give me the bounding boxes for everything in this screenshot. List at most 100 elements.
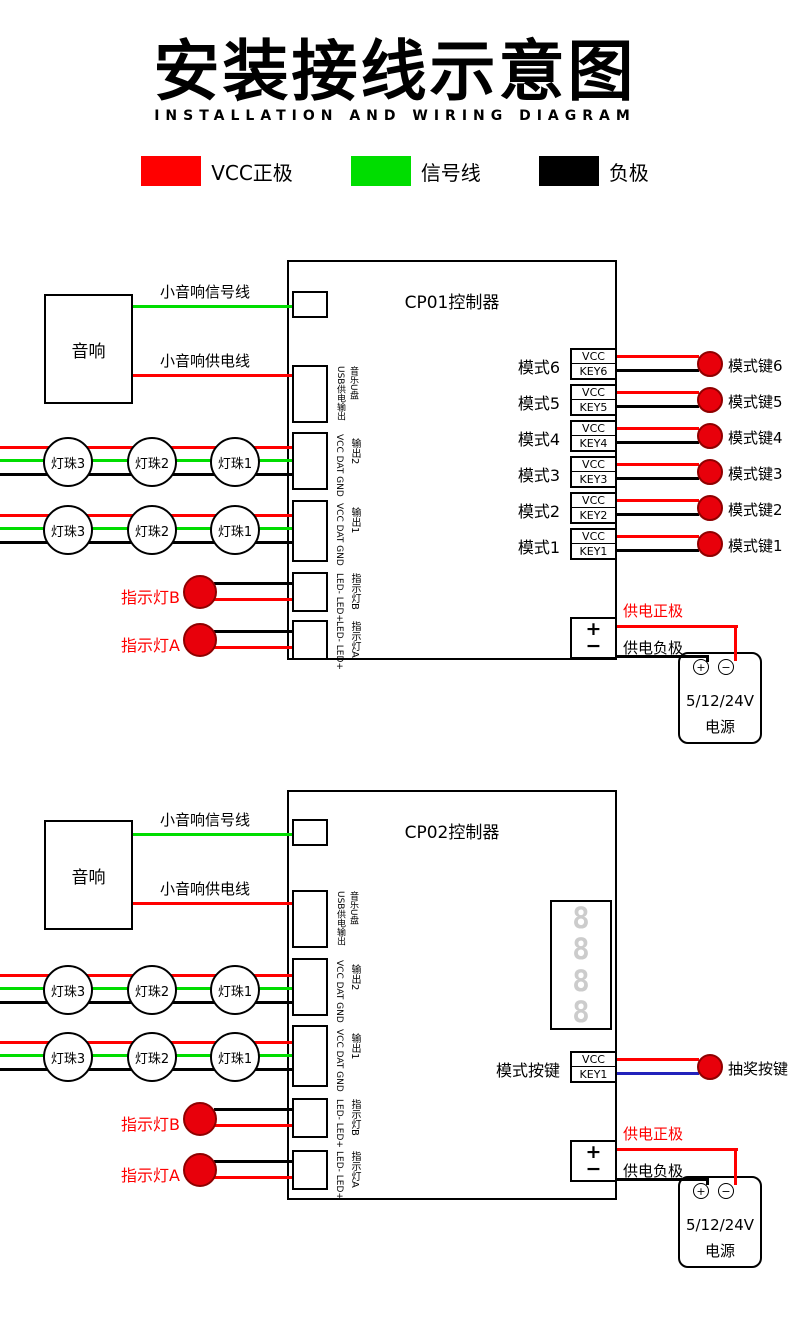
usb-power-port [292, 890, 328, 948]
mode1-button-label: 模式键1 [728, 537, 783, 555]
indicator-b-pins-label: LED- LED+ [334, 573, 344, 622]
indicator-b-pos-wire [214, 1124, 292, 1127]
cp01-power-port: + − [570, 617, 617, 659]
indicator-a-label: 指示灯A [121, 1166, 180, 1185]
speaker-label: 音响 [71, 341, 106, 362]
lottery-button [697, 1054, 723, 1080]
usb-power-port [292, 365, 328, 423]
output1-pins-label: VCC DAT GND [334, 503, 344, 566]
output2-port [292, 432, 328, 490]
indicator-b-neg-wire [214, 1108, 292, 1111]
supply-voltage: 5/12/24V [685, 1216, 755, 1234]
cp01-signal-port [292, 291, 328, 318]
indicator-b-led [183, 575, 217, 609]
legend-label-signal: 信号线 [420, 160, 481, 185]
mode5-pin-vcc: VCC [572, 386, 615, 401]
legend: VCC正极 信号线 负极 [0, 156, 790, 186]
indicator-a-led [183, 1153, 217, 1187]
mode5-pin-key: KEY5 [579, 400, 608, 414]
display-digit: 8 [572, 963, 590, 998]
supply-wire-label: 小音响供电线 [160, 880, 251, 898]
mode6-button-label: 模式键6 [728, 357, 783, 375]
mode3-key-wire [617, 477, 699, 480]
cp01-controller-title: CP01控制器 [404, 293, 500, 313]
mode-pin-key: KEY1 [579, 1067, 608, 1081]
mode6-pin-key: KEY6 [579, 364, 608, 378]
indicator-a-port [292, 1150, 328, 1190]
mode-button-label: 模式按键 [495, 1061, 560, 1080]
mode6-port: VCC KEY6 [570, 348, 617, 380]
display-digit: 8 [572, 995, 590, 1030]
mode3-label: 模式3 [517, 466, 560, 485]
mode6-key-wire [617, 369, 699, 372]
led-bead: 灯珠3 [43, 505, 93, 555]
mode5-key-button [697, 387, 723, 413]
indicator-a-pins-label: LED- LED+ [334, 1151, 344, 1200]
power-minus-terminal: − [585, 1158, 602, 1180]
seven-segment-display: 8 8 8 8 [550, 900, 612, 1030]
mode4-pin-vcc: VCC [572, 422, 615, 437]
supply-name: 电源 [704, 718, 735, 736]
mode-port: VCC KEY1 [570, 1051, 617, 1083]
mode3-button-label: 模式键3 [728, 465, 783, 483]
legend-swatch-signal [350, 156, 411, 186]
legend-swatch-ground [538, 156, 599, 186]
usb-port-label-1: USB供电输出 [335, 366, 345, 421]
power-plus-terminal: + [585, 1141, 602, 1163]
mode4-port: VCC KEY4 [570, 420, 617, 452]
mode2-key-wire [617, 513, 699, 516]
legend-item-vcc: VCC正极 [141, 156, 293, 186]
indicator-a-pos-wire [214, 1176, 292, 1179]
output1-name-label: 输出1 [349, 1033, 360, 1060]
supply-minus-icon: − [718, 659, 734, 675]
speaker-supply-wire [133, 374, 292, 377]
mode6-key-button [697, 351, 723, 377]
indicator-a-port [292, 620, 328, 660]
mode4-vcc-wire [617, 427, 699, 430]
mode4-key-button [697, 423, 723, 449]
power-negative-wire-h [617, 655, 709, 658]
usb-port-label-2: 音乐U盘 [348, 366, 358, 400]
indicator-a-name-label: 指示灯A [349, 621, 360, 658]
indicator-b-label: 指示灯B [121, 1115, 180, 1134]
led-bead: 灯珠1 [210, 437, 260, 487]
supply-voltage: 5/12/24V [685, 692, 755, 710]
supply-plus-icon: + [693, 1183, 709, 1199]
power-positive-wire-h [617, 625, 738, 628]
mode2-key-button [697, 495, 723, 521]
output1-name-label: 输出1 [349, 507, 360, 534]
legend-label-ground: 负极 [608, 160, 649, 185]
indicator-a-neg-wire [214, 1160, 292, 1163]
power-positive-label: 供电正极 [623, 1125, 684, 1143]
signal-wire-label: 小音响信号线 [160, 283, 251, 301]
led-bead: 灯珠3 [43, 965, 93, 1015]
output1-port [292, 1025, 328, 1087]
led-bead: 灯珠2 [127, 965, 177, 1015]
mode1-key-wire [617, 549, 699, 552]
cp02-power-port: + − [570, 1140, 617, 1182]
supply-name: 电源 [704, 1242, 735, 1260]
led-bead: 灯珠2 [127, 437, 177, 487]
supply-minus-icon: − [718, 1183, 734, 1199]
mode5-vcc-wire [617, 391, 699, 394]
mode4-pin-key: KEY4 [579, 436, 608, 450]
mode2-button-label: 模式键2 [728, 501, 783, 519]
led-bead: 灯珠1 [210, 505, 260, 555]
speaker-supply-wire [133, 902, 292, 905]
power-positive-wire-v [734, 1148, 737, 1185]
mode3-pin-vcc: VCC [572, 458, 615, 473]
indicator-b-port [292, 572, 328, 612]
legend-swatch-vcc [141, 156, 202, 186]
led-bead: 灯珠2 [127, 505, 177, 555]
indicator-b-label: 指示灯B [121, 588, 180, 607]
mode1-pin-vcc: VCC [572, 530, 615, 545]
mode6-vcc-wire [617, 355, 699, 358]
led-bead: 灯珠1 [210, 1032, 260, 1082]
mode3-vcc-wire [617, 463, 699, 466]
cp01-controller-box [287, 260, 617, 660]
mode5-key-wire [617, 405, 699, 408]
mode2-pin-key: KEY2 [579, 508, 608, 522]
output1-pins-label: VCC DAT GND [334, 1029, 344, 1092]
display-digit: 8 [572, 900, 590, 935]
